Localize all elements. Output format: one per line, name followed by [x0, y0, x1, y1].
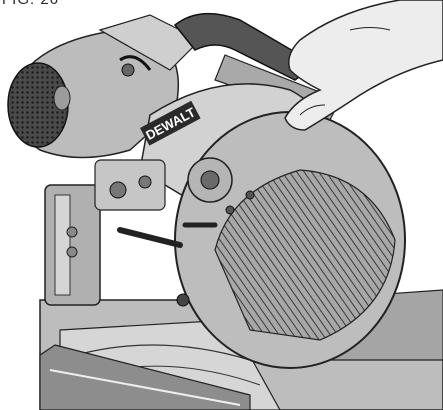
saw-blade: [174, 111, 406, 369]
hand: [284, 0, 443, 131]
figure-label: FIG. 26: [2, 0, 59, 8]
support-column: [44, 184, 101, 306]
fence-rail: [39, 344, 251, 410]
spindle-assembly: [94, 159, 218, 307]
